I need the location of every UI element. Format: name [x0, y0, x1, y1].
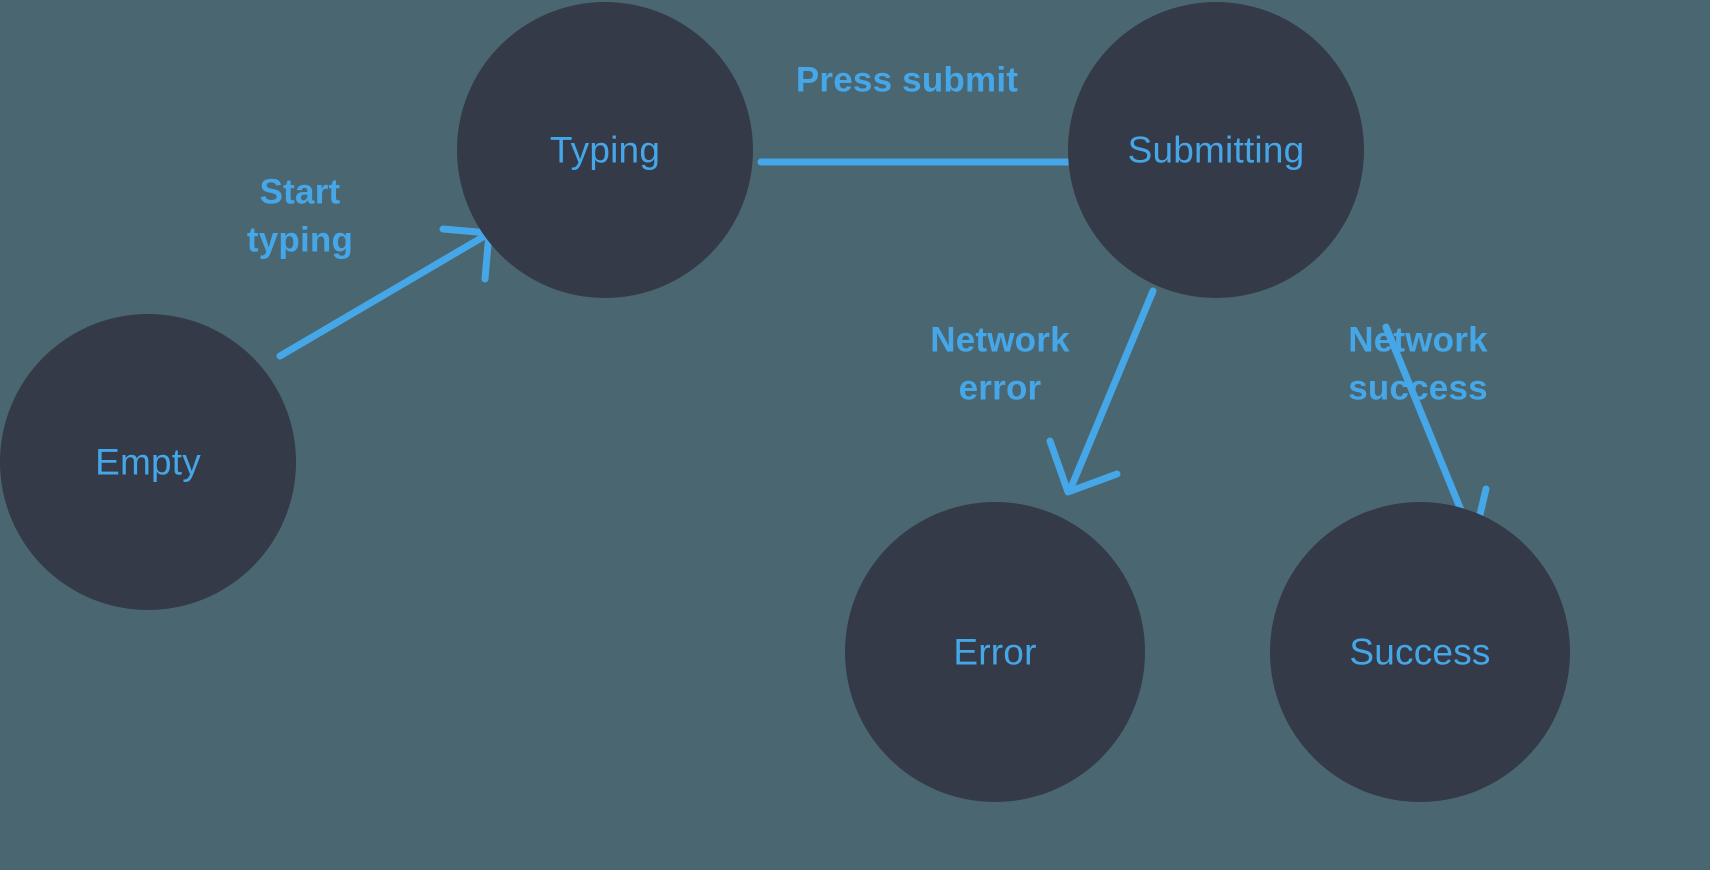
state-node-label-typing: Typing [550, 130, 660, 171]
state-node-circle-submitting[interactable] [1068, 2, 1364, 298]
state-node-error[interactable]: Error [845, 502, 1145, 802]
state-node-circle-success[interactable] [1270, 502, 1570, 802]
edge-submitting-to-error [1046, 287, 1157, 496]
state-node-empty[interactable]: Empty [0, 314, 296, 610]
edge-label-typing-to-submitting: Press submit [796, 61, 1018, 100]
edge-line-submitting-to-success [1382, 323, 1476, 541]
arrowhead-icon-submitting-to-error [1046, 437, 1121, 496]
edge-label-submitting-to-success: Network success [1348, 321, 1488, 408]
edge-line-submitting-to-error [1066, 287, 1157, 494]
edge-label-line-submitting-to-error-0: Network [930, 321, 1070, 360]
edge-label-line-submitting-to-success-1: success [1348, 369, 1488, 408]
edge-label-line-typing-to-submitting-0: Press submit [796, 61, 1018, 100]
edge-label-line-empty-to-typing-1: typing [247, 221, 353, 260]
state-node-label-submitting: Submitting [1128, 130, 1305, 171]
state-node-circle-error[interactable] [845, 502, 1145, 802]
state-node-typing[interactable]: Typing [457, 2, 753, 298]
state-node-label-success: Success [1349, 632, 1490, 673]
edge-label-line-submitting-to-error-1: error [959, 369, 1042, 408]
state-node-success[interactable]: Success [1270, 502, 1570, 802]
state-node-circle-empty[interactable] [0, 314, 296, 610]
edge-label-line-empty-to-typing-0: Start [260, 173, 341, 212]
edge-label-line-submitting-to-success-0: Network [1348, 321, 1488, 360]
state-node-submitting[interactable]: Submitting [1068, 2, 1364, 298]
state-node-label-empty: Empty [95, 442, 201, 483]
state-node-circle-typing[interactable] [457, 2, 753, 298]
edge-line-empty-to-typing [276, 230, 492, 360]
edge-label-submitting-to-error: Network error [930, 321, 1070, 408]
edges-layer [276, 125, 1490, 544]
edge-label-empty-to-typing: Start typing [247, 173, 353, 260]
state-node-label-error: Error [953, 632, 1036, 673]
